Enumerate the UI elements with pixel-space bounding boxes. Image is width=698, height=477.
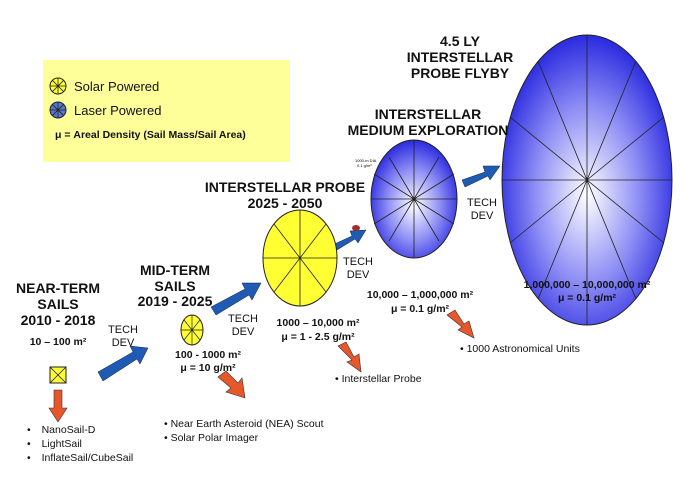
- label: μ = 0.1 g/m²: [558, 292, 617, 304]
- near-term-sail-icon: [49, 366, 67, 384]
- label: TECH: [343, 256, 373, 268]
- label: 2019 - 2025: [138, 293, 213, 309]
- label: 1,000,000 – 10,000,000 m²: [524, 279, 651, 291]
- near-missions: • NanoSail-D • LightSail • InflateSail/C…: [27, 424, 133, 464]
- near-title: 2010 - 2018: [21, 312, 96, 328]
- svg-text:• NanoSail-D: • NanoSail-D: [27, 424, 96, 436]
- label: μ = 10 g/m²: [180, 362, 236, 374]
- label: NanoSail-D: [42, 424, 96, 436]
- label: LightSail: [42, 438, 82, 450]
- label: 0.1 g/m²: [357, 163, 372, 168]
- label: 10,000 – 1,000,000 m²: [367, 289, 474, 301]
- legend: Solar Powered Laser Powered μ = Areal De…: [43, 60, 290, 162]
- legend-box: [43, 60, 290, 162]
- mission-arrow: [337, 341, 362, 373]
- label: 2025 - 2050: [248, 195, 323, 211]
- legend-solar-label: Solar Powered: [74, 79, 159, 94]
- near-title: SAILS: [37, 296, 78, 312]
- svg-text:• InflateSail/CubeSail: • InflateSail/CubeSail: [27, 452, 133, 464]
- label: TECH: [467, 197, 497, 209]
- label: INTERSTELLAR: [407, 49, 514, 65]
- label: TECH: [108, 324, 138, 336]
- interstellar-medium-title: INTERSTELLAR MEDIUM EXPLORATION: [348, 106, 509, 138]
- stage-mid-term: MID-TERM SAILS 2019 - 2025 100 - 1000 m²…: [138, 262, 324, 444]
- mid-mission: • Solar Polar Imager: [164, 432, 259, 444]
- tech-dev-arrow-3: TECH DEV: [327, 229, 373, 281]
- label: TECH: [228, 313, 258, 325]
- legend-laser-label: Laser Powered: [74, 103, 161, 118]
- mission-arrow: [48, 389, 68, 423]
- probe-mission: • Interstellar Probe: [335, 373, 422, 385]
- near-area: 10 – 100 m²: [30, 336, 87, 348]
- label: DEV: [232, 326, 255, 338]
- stage-interstellar-medium: 1000-m DIA 0.1 g/m² 10,000 – 1,000,000 m…: [355, 139, 580, 355]
- mid-mission: • Near Earth Asteroid (NEA) Scout: [164, 418, 324, 430]
- label: μ = 0.1 g/m²: [391, 303, 450, 315]
- label: INTERSTELLAR PROBE: [205, 179, 365, 195]
- mission-arrow: [446, 309, 475, 339]
- stage-near-term: NEAR-TERM SAILS 2010 - 2018 10 – 100 m² …: [16, 280, 133, 464]
- medium-title: INTERSTELLAR: [375, 106, 482, 122]
- svg-text:• LightSail: • LightSail: [27, 438, 82, 450]
- medium-title: MEDIUM EXPLORATION: [348, 122, 509, 138]
- stage-interstellar-probe: INTERSTELLAR PROBE 2025 - 2050 1000 – 10…: [205, 179, 422, 385]
- label: Interstellar Probe: [342, 373, 422, 385]
- stage-probe-flyby: 4.5 LY INTERSTELLAR PROBE FLYBY 1,000,00…: [407, 33, 673, 326]
- label: SAILS: [154, 278, 195, 294]
- interstellar-medium-laser-sail-icon: [370, 139, 458, 259]
- label: Solar Polar Imager: [171, 432, 259, 444]
- tech-dev-arrows: TECH DEV TECH DEV TECH DEV TECH DEV: [97, 165, 501, 382]
- label: PROBE FLYBY: [411, 65, 510, 81]
- label: InflateSail/CubeSail: [42, 452, 134, 464]
- mission-arrow: [217, 370, 246, 399]
- label: DEV: [471, 210, 494, 222]
- laser-powered-icon: [49, 101, 67, 119]
- solar-powered-icon: [49, 77, 67, 95]
- tech-dev-arrow-4: TECH DEV: [461, 165, 501, 222]
- interstellar-probe-solar-sail-icon: [262, 209, 338, 307]
- label: 100 - 1000 m²: [175, 349, 241, 361]
- label: 1000 – 10,000 m²: [277, 317, 360, 329]
- legend-density-label: μ = Areal Density (Sail Mass/Sail Area): [55, 129, 246, 141]
- tech-dev-arrow-2: TECH DEV: [210, 282, 262, 338]
- label: MID-TERM: [140, 262, 210, 278]
- label: 1000-m DIA: [355, 158, 377, 163]
- near-title: NEAR-TERM: [16, 280, 100, 296]
- label: 1000 Astronomical Units: [467, 343, 580, 355]
- medium-mission: • 1000 Astronomical Units: [460, 343, 580, 355]
- label: 4.5 LY: [440, 33, 481, 49]
- small-laser-sail-icon: [352, 225, 360, 231]
- label: DEV: [112, 337, 135, 349]
- label: DEV: [347, 269, 370, 281]
- flyby-laser-sail-icon: [501, 34, 673, 326]
- label: μ = 1 - 2.5 g/m²: [281, 331, 355, 343]
- mid-term-solar-sail-icon: [180, 314, 204, 346]
- label: Near Earth Asteroid (NEA) Scout: [171, 418, 324, 430]
- tech-dev-arrow-1: TECH DEV: [97, 324, 149, 382]
